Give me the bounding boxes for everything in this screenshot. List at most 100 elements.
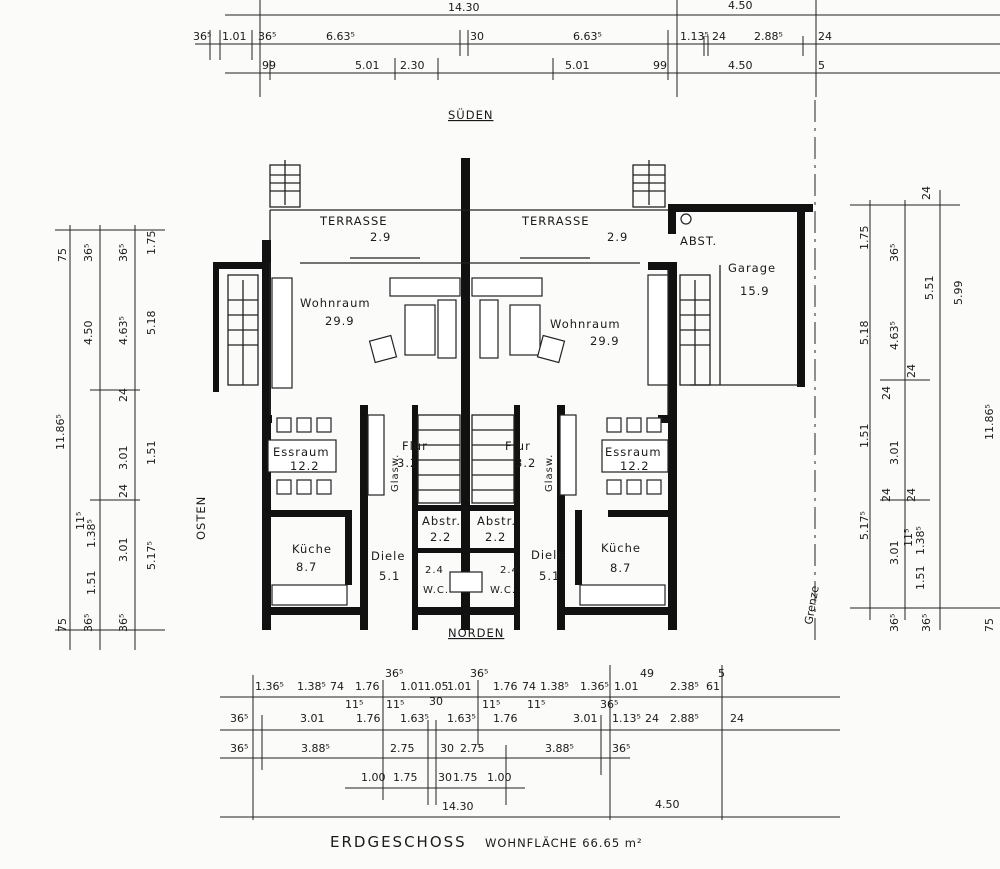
- dim-label: 4.50: [655, 798, 680, 811]
- room-name: Diele: [531, 548, 565, 562]
- dimension-lines-sides: [55, 190, 1000, 650]
- dim-label: 36⁵: [920, 614, 933, 632]
- dim-label: 11.86⁵: [54, 414, 67, 450]
- dim-label: 3.01: [117, 446, 130, 471]
- dim-label: 1.63⁵: [400, 712, 429, 725]
- dim-label: 1.76: [355, 680, 380, 693]
- dim-label: 99: [653, 59, 667, 72]
- dim-label: 2.38⁵: [670, 680, 699, 693]
- dim-label: 36⁵: [117, 244, 130, 262]
- dim-label: 75: [56, 248, 69, 262]
- dim-label: 1.38⁵: [914, 526, 927, 555]
- room-name: Wohnraum: [300, 296, 371, 310]
- dim-label: 3.88⁵: [545, 742, 574, 755]
- dimension-labels-right: 24 1.75 36⁵ 5.51 5.99 5.18 4.63⁵ 24 24 1…: [858, 186, 996, 632]
- room-name: TERRASSE: [319, 214, 388, 228]
- dim-label: 1.38⁵: [85, 519, 98, 548]
- dim-label: 24: [117, 484, 130, 498]
- room-name: Glasw.: [544, 454, 555, 492]
- dim-label: 1.01: [447, 680, 472, 693]
- room-area: 2.9: [370, 230, 391, 244]
- dim-label: 5.01: [565, 59, 590, 72]
- dim-label: 36⁵: [230, 712, 248, 725]
- dim-label: 4.50: [728, 59, 753, 72]
- dim-label: 30: [438, 771, 452, 784]
- dim-label: 1.38⁵: [297, 680, 326, 693]
- room-area: 29.9: [590, 334, 620, 348]
- dim-label: 1.75: [393, 771, 418, 784]
- dim-label: 36⁵: [230, 742, 248, 755]
- room-area: 15.9: [740, 284, 770, 298]
- room-name: Küche: [292, 542, 332, 556]
- dim-label: 24: [730, 712, 744, 725]
- dim-label: 4.63⁵: [117, 316, 130, 345]
- dim-label: 1.51: [85, 571, 98, 596]
- dim-label: 1.01: [614, 680, 639, 693]
- dim-label: 30: [440, 742, 454, 755]
- dim-label: 1.00: [487, 771, 512, 784]
- dim-label: 2.30: [400, 59, 425, 72]
- room-name: TERRASSE: [521, 214, 590, 228]
- terrace-and-windows: [269, 209, 800, 415]
- dim-label: 75: [983, 618, 996, 632]
- dim-label: 1.38⁵: [540, 680, 569, 693]
- dim-label: 2.75: [460, 742, 485, 755]
- room-name: Wohnraum: [550, 317, 621, 331]
- plan-title: ERDGESCHOSS: [330, 833, 467, 851]
- dim-label: 1.13⁵: [612, 712, 641, 725]
- dim-label: 3.01: [573, 712, 598, 725]
- dim-label: 6.63⁵: [326, 30, 355, 43]
- dim-label: 1.75: [858, 226, 871, 251]
- dim-label: 5.01: [355, 59, 380, 72]
- room-area: 2.2: [430, 530, 451, 544]
- dim-label: 4.50: [728, 0, 753, 12]
- stairs: [227, 160, 711, 504]
- dim-label: 3.01: [888, 541, 901, 566]
- room-area: 5.1: [379, 569, 400, 583]
- dim-label: 3.01: [117, 538, 130, 563]
- dimension-labels-left: 75 36⁵ 36⁵ 1.75 4.50 4.63⁵ 5.18 24 3.01 …: [54, 231, 158, 633]
- dim-label: 36⁵: [193, 30, 211, 43]
- dim-label: 2.88⁵: [670, 712, 699, 725]
- dim-label: 24: [880, 488, 893, 502]
- dim-label: 11⁵: [482, 698, 500, 711]
- room-area: 2.2: [485, 530, 506, 544]
- dim-label: 1.01: [222, 30, 247, 43]
- room-name: Essraum: [605, 445, 662, 459]
- dimension-labels-bottom: 1.36⁵ 1.38⁵ 74 1.76 36⁵ 1.01 1.05 1.01 3…: [230, 667, 744, 813]
- north-label: NORDEN: [448, 626, 504, 640]
- dim-label: 1.75: [145, 231, 158, 256]
- room-labels: TERRASSE 2.9 TERRASSE 2.9 ABST. Garage 1…: [273, 214, 775, 596]
- dim-label: 11.86⁵: [983, 404, 996, 440]
- dim-label: 36⁵: [258, 30, 276, 43]
- furniture: [267, 213, 692, 606]
- dim-label: 11⁵: [527, 698, 545, 711]
- dim-label: 2.75: [390, 742, 415, 755]
- dim-label: 24: [880, 386, 893, 400]
- dim-label: 36⁵: [600, 698, 618, 711]
- dim-label: 2.88⁵: [754, 30, 783, 43]
- dim-label: 74: [330, 680, 344, 693]
- room-area: 2.4: [425, 565, 444, 576]
- dim-label: 1.01: [400, 680, 425, 693]
- room-name: W.C.: [423, 585, 449, 596]
- dim-label: 24: [712, 30, 726, 43]
- dim-label: 74: [522, 680, 536, 693]
- room-name: ABST.: [680, 234, 717, 248]
- room-area: 3.2: [397, 456, 418, 470]
- room-name: Flur: [505, 439, 531, 453]
- room-name: Flur: [402, 439, 428, 453]
- dim-label: 36⁵: [888, 244, 901, 262]
- dimension-lines-top: [195, 0, 1000, 97]
- dim-label: 61: [706, 680, 720, 693]
- dim-label: 30: [429, 695, 443, 708]
- dim-label: 1.36⁵: [255, 680, 284, 693]
- dim-label: 36⁵: [385, 667, 403, 680]
- dim-label: 24: [645, 712, 659, 725]
- dim-label: 1.63⁵: [447, 712, 476, 725]
- dim-label: 1.13⁵: [680, 30, 709, 43]
- room-area: 12.2: [290, 459, 320, 473]
- dim-label: 1.76: [493, 680, 518, 693]
- room-name: Küche: [601, 541, 641, 555]
